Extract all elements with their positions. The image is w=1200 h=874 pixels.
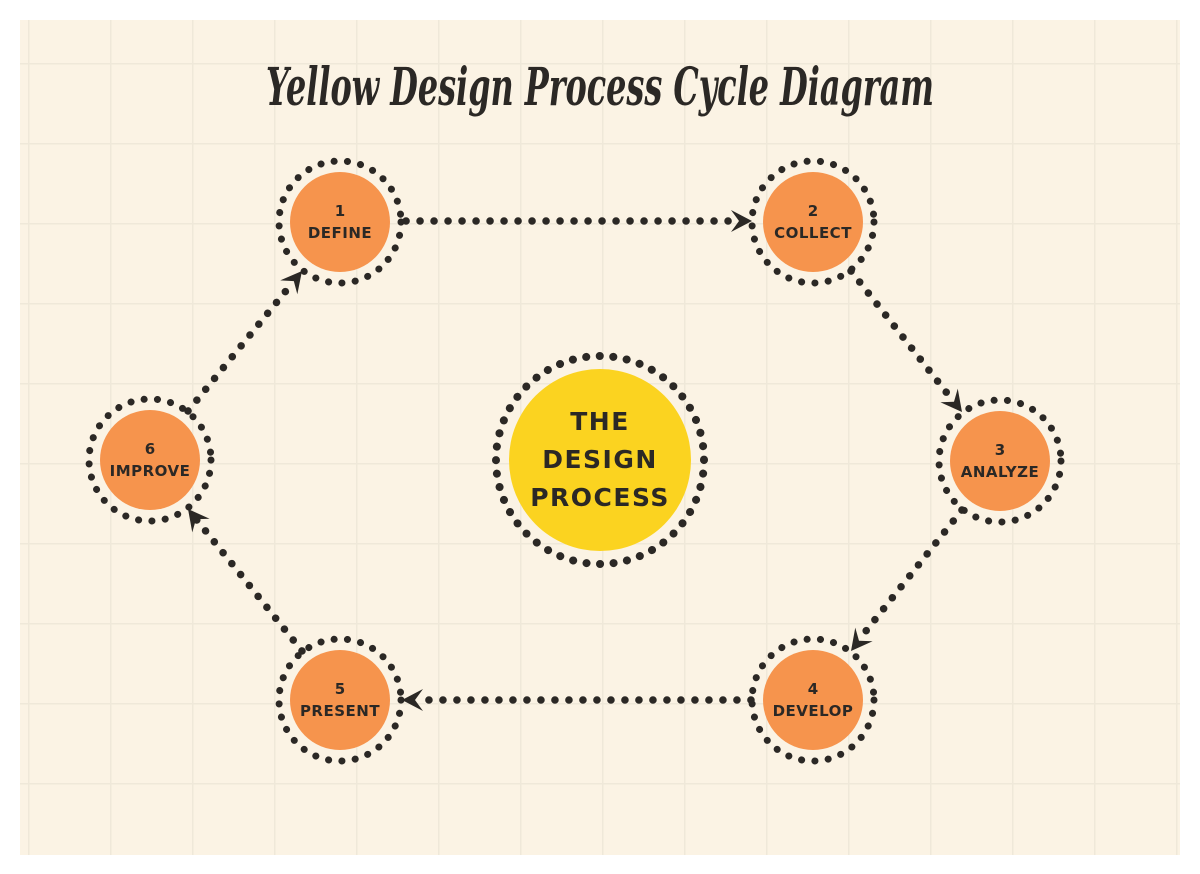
node-3-dotted-ring [935, 396, 1065, 526]
node-4-dotted-ring [748, 635, 878, 765]
node-6-label: Improve [110, 462, 191, 480]
arrowhead-into-develop [851, 627, 873, 651]
center-text-line3: PROCESS [530, 483, 670, 512]
node-5-number: 5 [335, 680, 345, 698]
node-4-label: Develop [773, 702, 854, 720]
connector-analyze-to-develop [854, 506, 966, 645]
node-5-present: 5 Present [275, 635, 405, 765]
center-fill-circle [509, 369, 691, 551]
node-5-label: Present [300, 702, 380, 720]
node-2-dotted-ring [748, 157, 878, 287]
diagram-title: Yellow Design Process Cycle Diagram [266, 57, 934, 118]
arrowhead-into-define [280, 271, 302, 295]
node-6-fill-circle [100, 410, 200, 510]
node-1-label: Define [308, 224, 372, 242]
center-dotted-ring [492, 352, 708, 568]
connector-collect-to-analyze [847, 267, 958, 406]
arrowhead-into-analyze [940, 388, 962, 412]
node-2-number: 2 [808, 202, 818, 220]
node-6-improve: 6 Improve [85, 395, 215, 525]
node-6-dotted-ring [85, 395, 215, 525]
node-5-dotted-ring [275, 635, 405, 765]
arrowhead-into-improve [188, 509, 210, 533]
center-text-line2: DESIGN [542, 445, 658, 474]
node-3-fill-circle [950, 411, 1050, 511]
node-4-fill-circle [763, 650, 863, 750]
node-1-dotted-ring [275, 157, 405, 287]
node-3-number: 3 [995, 441, 1005, 459]
arrowhead-into-present [402, 689, 423, 711]
node-2-label: Collect [774, 224, 852, 242]
center-text-line1: THE [570, 407, 630, 436]
center-circle: THE DESIGN PROCESS [492, 352, 708, 568]
node-3-label: Analyze [961, 463, 1039, 481]
connector-present-to-improve [192, 515, 306, 655]
node-4-number: 4 [808, 680, 818, 698]
node-1-number: 1 [335, 202, 345, 220]
node-6-number: 6 [145, 440, 155, 458]
arrowhead-into-collect [731, 210, 752, 232]
node-2-fill-circle [763, 172, 863, 272]
node-3-analyze: 3 Analyze [935, 396, 1065, 526]
node-5-fill-circle [290, 650, 390, 750]
connector-improve-to-define [184, 277, 298, 415]
node-1-fill-circle [290, 172, 390, 272]
node-2-collect: 2 Collect [748, 157, 878, 287]
node-4-develop: 4 Develop [748, 635, 878, 765]
node-1-define: 1 Define [275, 157, 405, 287]
